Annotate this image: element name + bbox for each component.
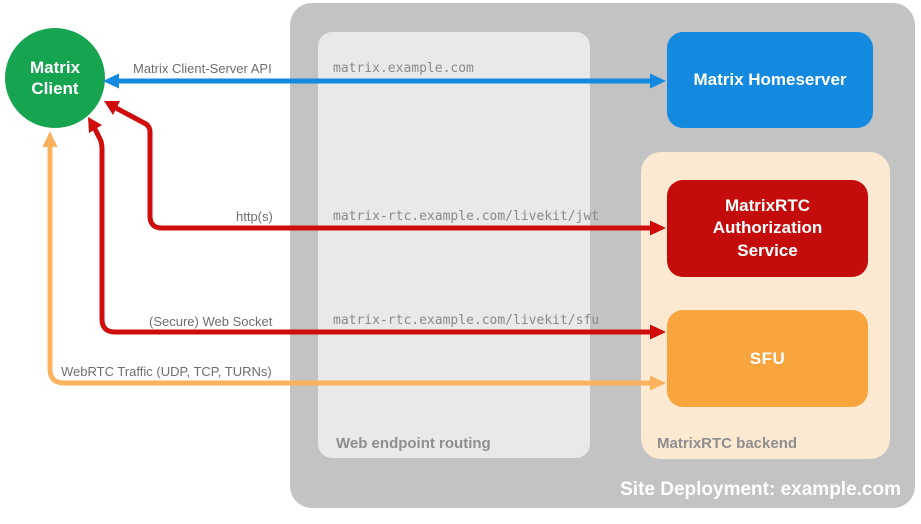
web-endpoint-routing-box: matrix.example.com matrix-rtc.example.co… xyxy=(318,32,599,458)
site-deployment-label: Site Deployment: example.com xyxy=(620,479,901,500)
sfu-label: SFU xyxy=(749,348,786,368)
endpoint-livekit-sfu: matrix-rtc.example.com/livekit/sfu xyxy=(333,313,600,328)
endpoint-matrix-domain: matrix.example.com xyxy=(333,61,474,76)
web-endpoint-routing-label: Web endpoint routing xyxy=(336,435,491,452)
websocket-arrow-label: (Secure) Web Socket xyxy=(149,314,273,329)
matrix-homeserver-node: Matrix Homeserver xyxy=(667,32,873,128)
matrixrtc-authorization-service-label: MatrixRTC Authorization Service xyxy=(712,196,823,260)
client-server-api-arrow-label: Matrix Client-Server API xyxy=(133,61,272,76)
webrtc-traffic-arrow-label: WebRTC Traffic (UDP, TCP, TURNs) xyxy=(61,364,272,379)
sfu-node: SFU xyxy=(667,310,868,407)
matrix-client-node: Matrix Client xyxy=(5,28,105,128)
matrix-homeserver-label: Matrix Homeserver xyxy=(693,70,847,89)
matrixrtc-backend-label: MatrixRTC backend xyxy=(657,435,798,452)
https-arrow-label: http(s) xyxy=(236,209,273,224)
endpoint-livekit-jwt: matrix-rtc.example.com/livekit/jwt xyxy=(333,209,600,224)
matrixrtc-authorization-service-node: MatrixRTC Authorization Service xyxy=(667,180,868,277)
matrix-client-label: Matrix Client xyxy=(29,57,81,98)
